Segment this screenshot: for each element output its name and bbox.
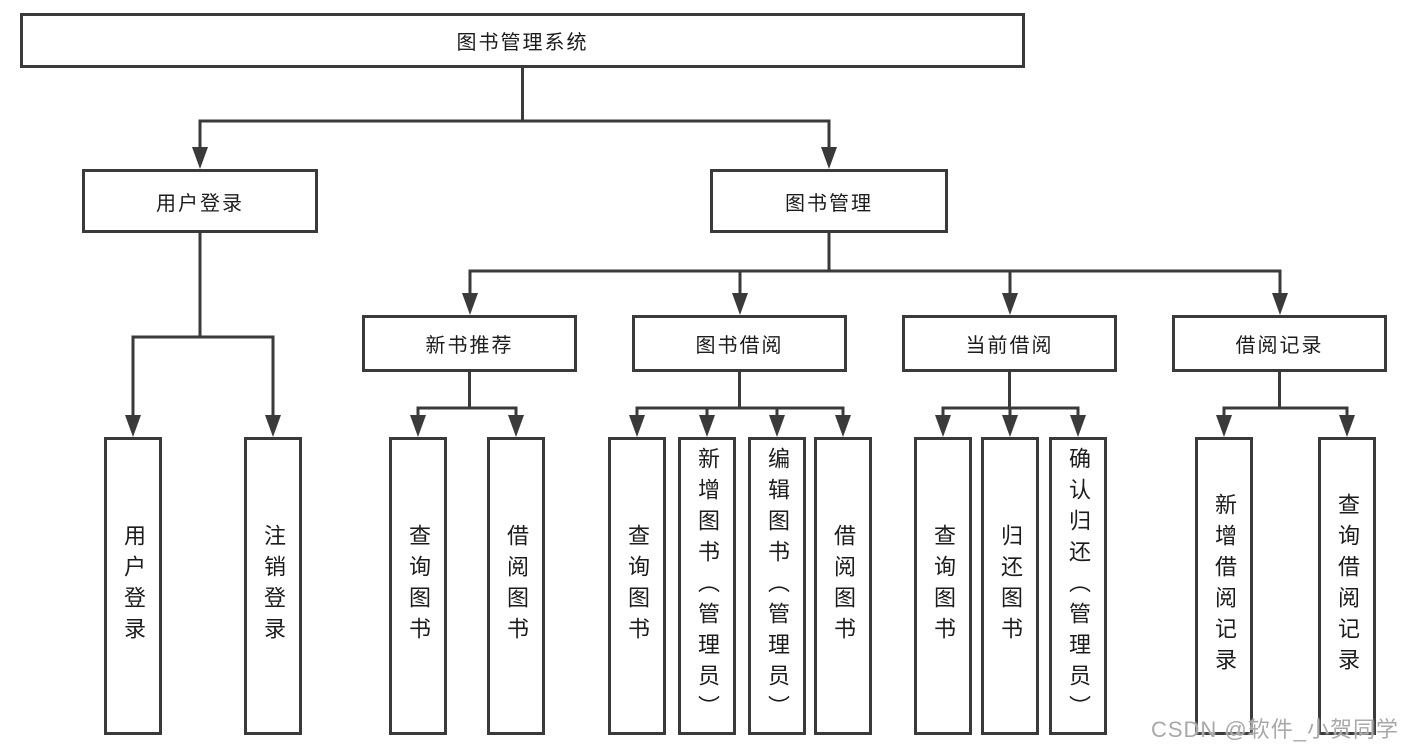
leaf-label: 注销登录 (261, 524, 286, 648)
arrowhead-book-mgmt (821, 147, 837, 169)
leaf-confirm-return-admin: 确认归还（管理员） (1049, 437, 1107, 735)
leaf-label: 查询借阅记录 (1335, 493, 1360, 679)
arrowhead-leaf-11 (1070, 415, 1086, 437)
arrowhead-leaf-login (125, 415, 141, 437)
connector-user-bar (131, 335, 275, 418)
arrowhead-new-books (462, 293, 478, 315)
node-new-book-recommend: 新书推荐 (362, 315, 577, 372)
leaf-query-books-borrowing: 查询图书 (608, 437, 666, 735)
arrowhead-leaf-12 (1216, 415, 1232, 437)
node-label: 借阅记录 (1235, 335, 1324, 357)
arrowhead-leaf-4 (508, 415, 524, 437)
leaf-label: 借阅图书 (504, 524, 529, 648)
arrowhead-leaf-3 (410, 415, 426, 437)
connector-root-bar (198, 119, 831, 151)
node-borrow-records: 借阅记录 (1172, 315, 1387, 372)
connector-records-bar (1222, 406, 1349, 418)
connector-mgmt-bar (468, 269, 1282, 296)
node-label: 图书借阅 (695, 335, 784, 357)
arrowhead-leaf-10 (1002, 415, 1018, 437)
leaf-label: 查询图书 (406, 524, 431, 648)
arrowhead-leaf-7 (769, 415, 785, 437)
leaf-add-borrow-record: 新增借阅记录 (1195, 437, 1253, 735)
leaf-label: 查询图书 (931, 524, 956, 648)
leaf-return-books: 归还图书 (981, 437, 1039, 735)
leaf-logout: 注销登录 (244, 437, 302, 735)
arrowhead-leaf-6 (699, 415, 715, 437)
leaf-borrow-books-recommend: 借阅图书 (487, 437, 545, 735)
csdn-watermark: CSDN @软件_小贺同学 (1150, 717, 1399, 742)
node-book-management: 图书管理 (710, 169, 948, 233)
leaf-borrow-books: 借阅图书 (814, 437, 872, 735)
arrowhead-book-borrow (732, 293, 748, 315)
arrowhead-borrow-records (1272, 293, 1288, 315)
node-label: 用户登录 (156, 192, 244, 215)
leaf-edit-books-admin: 编辑图书（管理员） (748, 437, 806, 735)
node-book-borrowing: 图书借阅 (632, 315, 847, 372)
node-user-login: 用户登录 (82, 169, 318, 233)
arrowhead-leaf-5 (629, 415, 645, 437)
arrowhead-user-login (192, 147, 208, 169)
leaf-label: 新增图书（管理员） (695, 446, 720, 726)
arrowhead-leaf-logout (265, 415, 281, 437)
arrowhead-leaf-13 (1339, 415, 1355, 437)
arrowhead-current-borrow (1002, 293, 1018, 315)
leaf-label: 新增借阅记录 (1212, 493, 1237, 679)
leaf-label: 查询图书 (625, 524, 650, 648)
leaf-label: 借阅图书 (831, 524, 856, 648)
leaf-label: 归还图书 (998, 524, 1023, 648)
connector-borrow-bar (635, 406, 845, 418)
leaf-label: 编辑图书（管理员） (765, 446, 790, 726)
connector-new-bar (416, 406, 518, 418)
arrowhead-leaf-9 (935, 415, 951, 437)
leaf-query-borrow-record: 查询借阅记录 (1318, 437, 1376, 735)
node-label: 图书管理 (785, 192, 873, 215)
leaf-add-books-admin: 新增图书（管理员） (678, 437, 736, 735)
arrowhead-leaf-8 (835, 415, 851, 437)
node-root-system: 图书管理系统 (20, 13, 1025, 68)
node-label: 当前借阅 (965, 335, 1054, 357)
node-label: 图书管理系统 (456, 32, 589, 54)
leaf-user-login: 用户登录 (104, 437, 162, 735)
leaf-label: 用户登录 (121, 524, 146, 648)
node-label: 新书推荐 (425, 335, 514, 357)
node-current-borrowing: 当前借阅 (902, 315, 1117, 372)
leaf-query-books-recommend: 查询图书 (389, 437, 447, 735)
leaf-label: 确认归还（管理员） (1066, 446, 1091, 726)
leaf-query-books-current: 查询图书 (914, 437, 972, 735)
